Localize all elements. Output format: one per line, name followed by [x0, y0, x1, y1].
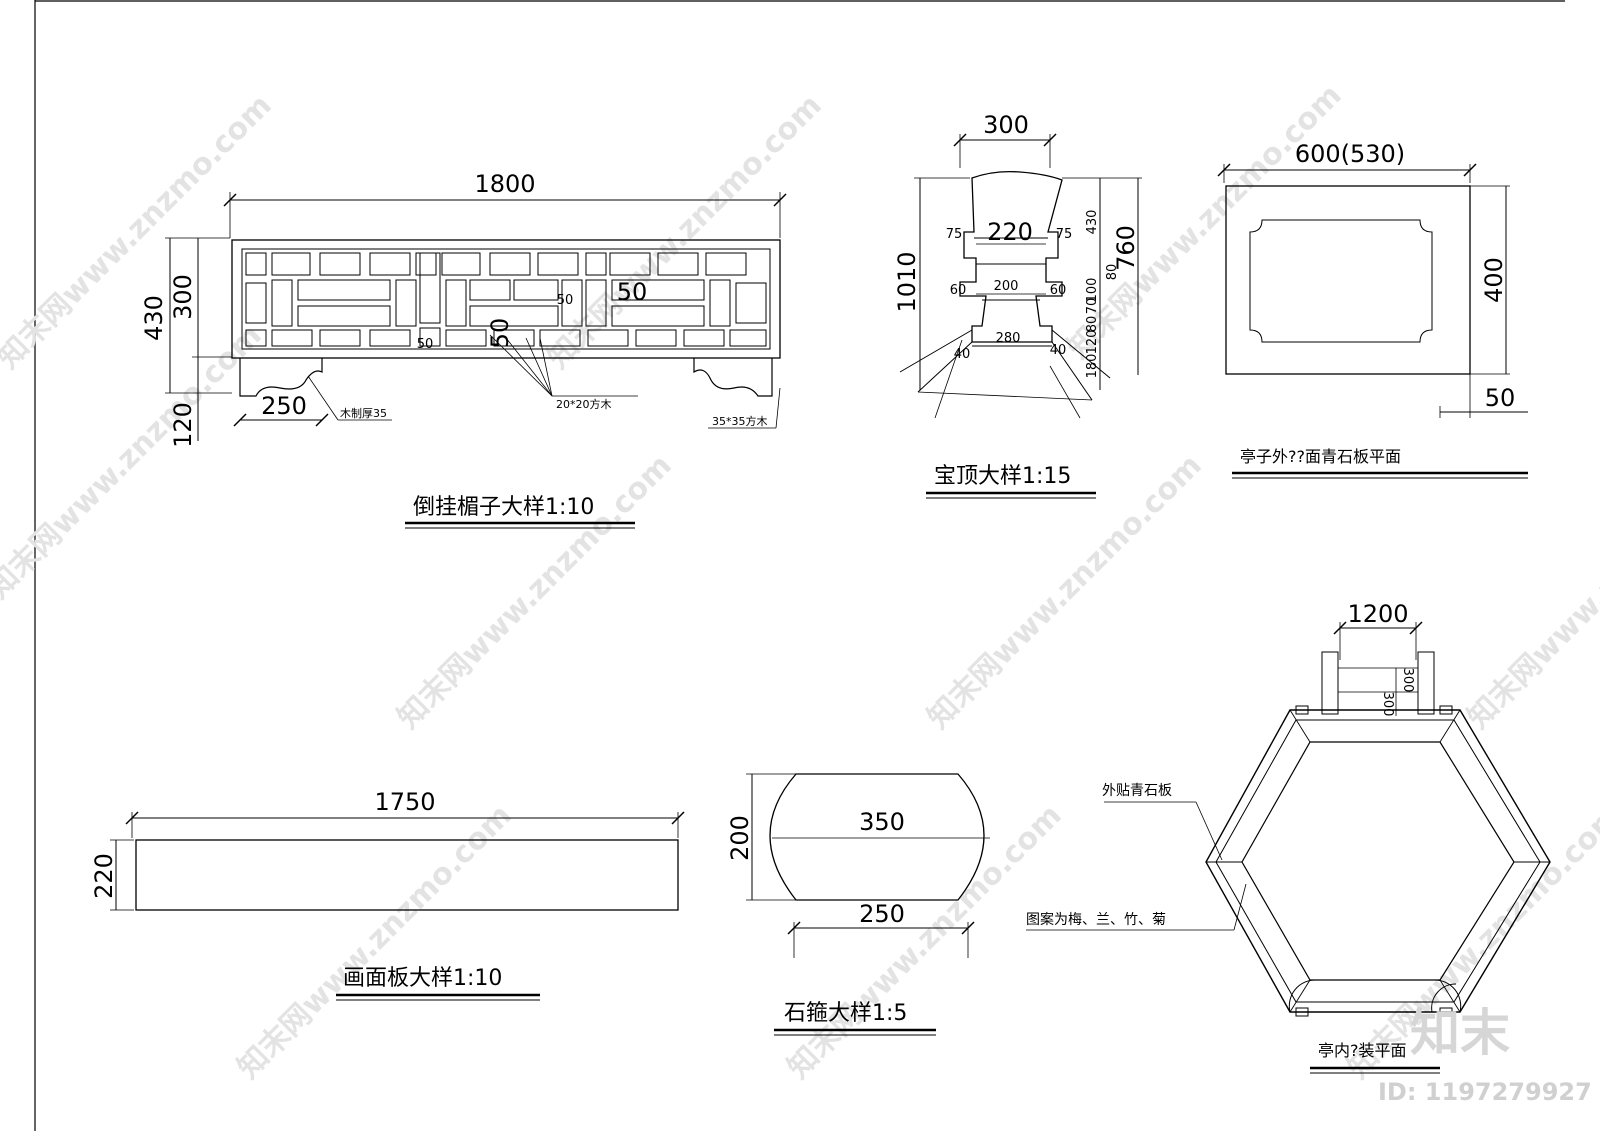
- dim-430: 430: [140, 295, 168, 341]
- dim-50-d: 50: [417, 337, 434, 352]
- dim-250: 250: [859, 900, 905, 928]
- dim-200: 200: [994, 279, 1019, 294]
- note-wood-thickness: 木制厚35: [340, 407, 387, 420]
- watermark-text: 知末网www.znzmo.com: [541, 88, 829, 376]
- dim-180: 180: [1085, 354, 1100, 379]
- title-hanging-lattice: 倒挂楣子大样1:10: [413, 495, 594, 520]
- detail-bluestone-panel: 600(530) 400 50 亭子外??面青石板平面: [1217, 140, 1528, 479]
- watermark-text: 知末网www.znzmo.com: [781, 798, 1069, 1086]
- title-pavilion-plan: 亭内?装平面: [1318, 1041, 1407, 1060]
- dim-1010: 1010: [893, 251, 921, 312]
- watermark-text: 知末网www.znzmo.com: [1061, 78, 1349, 366]
- title-painting-board: 画面板大样1:10: [343, 966, 502, 991]
- dim-760: 760: [1112, 225, 1140, 271]
- dim-1750: 1750: [374, 788, 435, 816]
- title-finial: 宝顶大样1:15: [934, 464, 1071, 489]
- dim-300: 300: [983, 111, 1029, 139]
- dim-40-right: 40: [1050, 343, 1067, 358]
- dim-50-a: 50: [557, 293, 574, 308]
- dim-75-left: 75: [946, 227, 963, 242]
- dim-600-530: 600(530): [1295, 140, 1405, 168]
- dim-250: 250: [261, 392, 307, 420]
- dim-75-right: 75: [1056, 227, 1073, 242]
- note-bluestone-cladding: 外贴青石板: [1102, 783, 1172, 799]
- dim-280: 280: [996, 331, 1021, 346]
- dim-50-c: 50: [486, 318, 514, 349]
- dim-40-left: 40: [954, 347, 971, 362]
- dim-50: 50: [1485, 384, 1516, 412]
- detail-painting-board: 1750 220 画面板大样1:10: [90, 788, 685, 1001]
- watermark-text: 知末网www.znzmo.com: [231, 798, 519, 1086]
- title-stone-hoop: 石箍大样1:5: [784, 1001, 907, 1026]
- dim-50-b: 50: [617, 278, 648, 306]
- dim-80-b: 80: [1085, 316, 1100, 333]
- detail-stone-hoop: 350 200 250 石箍大样1:5: [726, 773, 990, 1036]
- detail-pavilion-plan: 1200 300 300 外贴青石板 图案为梅、兰、竹、菊 亭: [1026, 600, 1551, 1074]
- dim-220: 220: [987, 218, 1033, 246]
- watermark-logo: 知末: [1410, 1004, 1510, 1062]
- dim-1200: 1200: [1347, 600, 1408, 628]
- dim-220: 220: [90, 853, 118, 899]
- dim-300-a: 300: [1400, 668, 1415, 693]
- watermark-text: 知末网www.znzmo.com: [921, 448, 1209, 736]
- detail-finial: 300 1010 760 430 220 75 75 60 200 60 80 …: [893, 111, 1142, 499]
- detail-hanging-lattice: 1800 430 300 120: [140, 170, 787, 529]
- dim-70: 70: [1085, 298, 1100, 315]
- dim-100: 100: [1085, 278, 1100, 303]
- note-35x35-timber: 35*35方木: [712, 414, 768, 428]
- dim-300: 300: [169, 274, 197, 320]
- dim-430: 430: [1085, 210, 1100, 235]
- note-pattern-motifs: 图案为梅、兰、竹、菊: [1026, 911, 1166, 928]
- dim-400: 400: [1480, 257, 1508, 303]
- dim-120: 120: [169, 402, 197, 448]
- dim-80-a: 80: [1105, 264, 1120, 281]
- dim-200: 200: [726, 815, 754, 861]
- title-bluestone-panel: 亭子外??面青石板平面: [1240, 447, 1401, 466]
- watermark-id: ID: 1197279927: [1378, 1078, 1592, 1106]
- note-20x20-timber: 20*20方木: [556, 397, 612, 411]
- dim-60-left: 60: [950, 283, 967, 298]
- dim-350: 350: [859, 808, 905, 836]
- dim-300-b: 300: [1380, 692, 1395, 717]
- watermark-layer: 知末网www.znzmo.com 知末网www.znzmo.com 知末网www…: [0, 78, 1600, 1086]
- dim-60-right: 60: [1050, 283, 1067, 298]
- watermark-text: 知末网www.znzmo.com: [1461, 448, 1600, 736]
- dim-120: 120: [1085, 330, 1100, 355]
- watermark-text: 知末网www.znzmo.com: [391, 448, 679, 736]
- dim-1800: 1800: [474, 170, 535, 198]
- watermark-text: 知末网www.znzmo.com: [0, 318, 269, 606]
